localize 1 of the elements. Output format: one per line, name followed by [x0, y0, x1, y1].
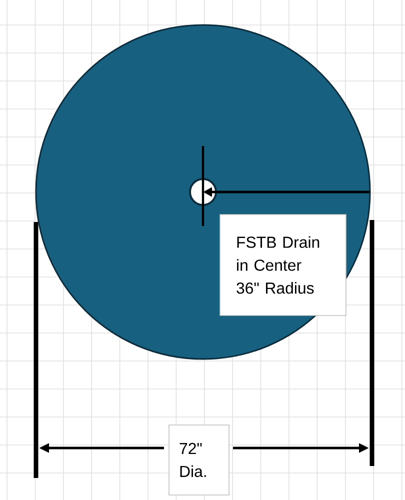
label-box: 72" Dia.	[168, 424, 230, 496]
